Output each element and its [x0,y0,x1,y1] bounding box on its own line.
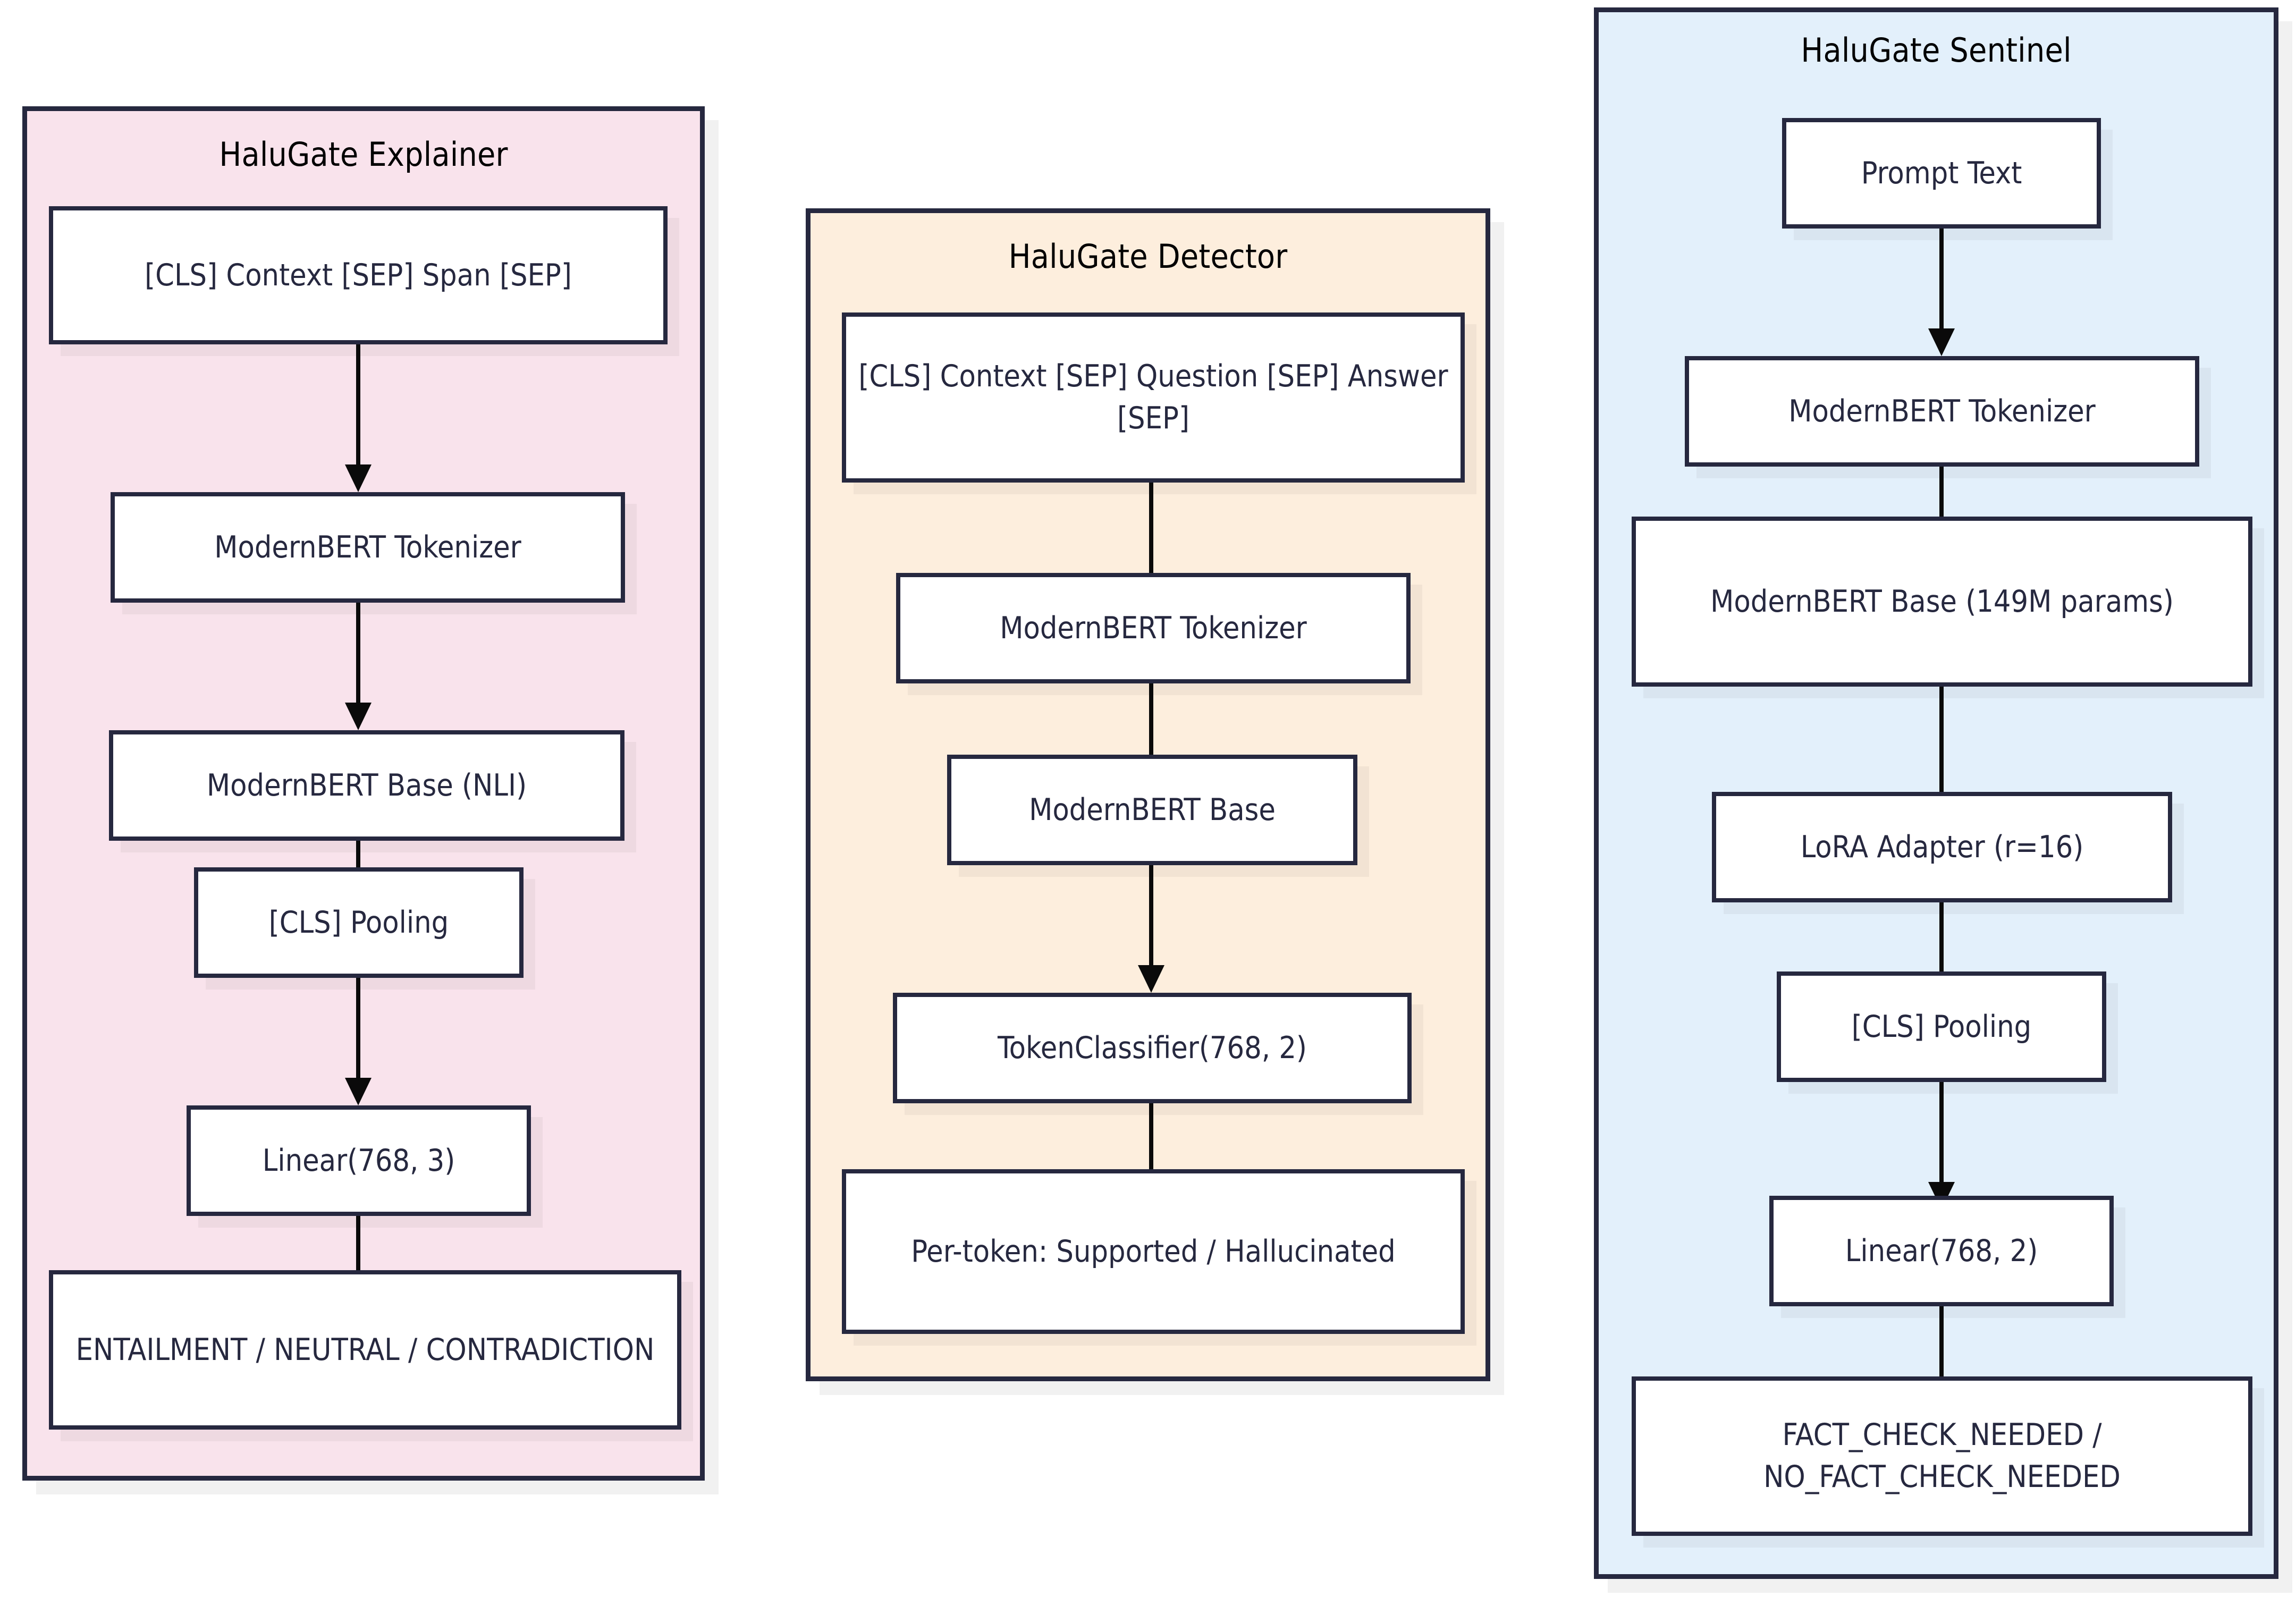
node-label: Linear(768, 3) [262,1143,455,1178]
node-sen-base: ModernBERT Base (149M params) [1632,517,2252,687]
subgraph-title-detector: HaluGate Detector [1008,237,1288,276]
node-label: LoRA Adapter (r=16) [1800,829,2084,865]
node-label: [CLS] Context [SEP] Span [SEP] [145,257,572,293]
subgraph-title-sentinel: HaluGate Sentinel [1801,31,2072,70]
node-exp-linear: Linear(768, 3) [187,1105,531,1216]
node-sen-prompt: Prompt Text [1782,118,2101,229]
node-label: TokenClassifier(768, 2) [998,1030,1307,1066]
node-exp-tokenizer: ModernBERT Tokenizer [111,492,625,603]
node-label: Prompt Text [1861,155,2022,191]
node-sen-pooling: [CLS] Pooling [1777,971,2106,1082]
node-sen-linear: Linear(768, 2) [1769,1196,2114,1306]
node-det-base: ModernBERT Base [947,755,1357,865]
node-label: Linear(768, 2) [1845,1233,2038,1269]
node-label: [CLS] Context [SEP] Question [SEP] Answe… [858,359,1448,436]
node-exp-base: ModernBERT Base (NLI) [109,730,624,841]
node-exp-output: ENTAILMENT / NEUTRAL / CONTRADICTION [49,1270,681,1430]
node-label: ENTAILMENT / NEUTRAL / CONTRADICTION [75,1332,655,1367]
node-label: ModernBERT Tokenizer [214,529,521,565]
node-det-input: [CLS] Context [SEP] Question [SEP] Answe… [842,312,1465,483]
node-label: [CLS] Pooling [268,905,449,940]
node-exp-pooling: [CLS] Pooling [194,867,524,978]
node-label: ModernBERT Tokenizer [1000,610,1307,646]
subgraph-title-explainer: HaluGate Explainer [219,135,508,174]
node-exp-input: [CLS] Context [SEP] Span [SEP] [49,206,668,344]
node-label: ModernBERT Base (149M params) [1710,584,2174,619]
node-label: FACT_CHECK_NEEDED / NO_FACT_CHECK_NEEDED [1763,1417,2121,1494]
node-sen-tokenizer: ModernBERT Tokenizer [1685,356,2199,467]
node-label: [CLS] Pooling [1851,1009,2032,1044]
node-label: ModernBERT Base (NLI) [206,767,527,803]
node-det-classifier: TokenClassifier(768, 2) [893,993,1412,1103]
node-label: Per-token: Supported / Hallucinated [911,1233,1396,1269]
node-label: ModernBERT Base [1029,792,1276,827]
node-label: ModernBERT Tokenizer [1788,393,2096,429]
node-det-tokenizer: ModernBERT Tokenizer [896,573,1411,683]
node-sen-lora: LoRA Adapter (r=16) [1712,792,2172,902]
node-det-output: Per-token: Supported / Hallucinated [842,1169,1465,1334]
node-sen-output: FACT_CHECK_NEEDED / NO_FACT_CHECK_NEEDED [1632,1376,2252,1536]
